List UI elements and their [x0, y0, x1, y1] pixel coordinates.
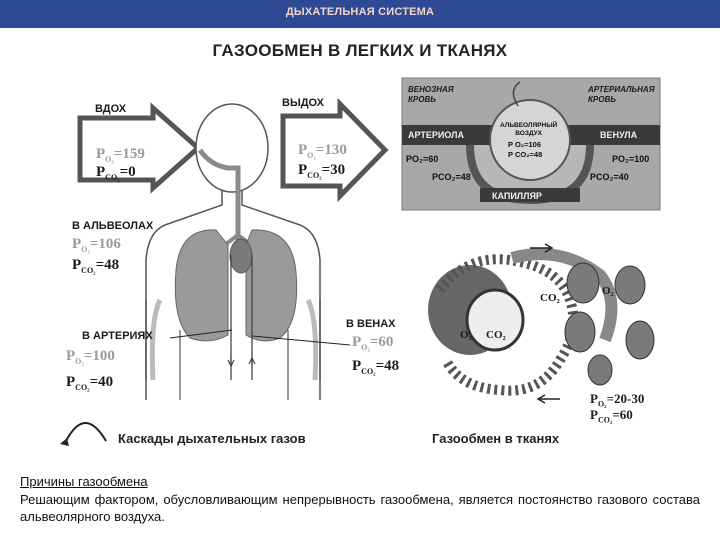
alveoli-label: В АЛЬВЕОЛАХ [72, 220, 154, 232]
inhale-arrow [77, 102, 202, 194]
inset-right-pco2: PCO₂=40 [590, 172, 629, 182]
diagram-figure [60, 77, 661, 446]
inset-left-pco2: PCO₂=48 [432, 172, 471, 182]
exhale-arrow [280, 97, 389, 203]
inset-arterial-blood: АРТЕРИАЛЬНАЯ КРОВЬ [588, 85, 655, 104]
alveolus-capillary-inset [401, 77, 661, 211]
exhale-label: ВЫДОХ [282, 97, 325, 109]
tissue-po2: PO₂=20-30 [590, 391, 645, 409]
inset-arteriole: АРТЕРИОЛА [408, 130, 464, 140]
exhale-po2: PO₂=130 [298, 142, 347, 160]
text-heading: Причины газообмена [20, 474, 148, 489]
header-bar: ДЫХАТЕЛЬНАЯ СИСТЕМА [0, 0, 720, 28]
caption-cascade: Каскады дыхательных газов [118, 431, 306, 446]
human-figure [145, 103, 351, 400]
inhale-pco2: PCO₂=0 [96, 164, 136, 182]
inhale-label: ВДОХ [95, 103, 127, 115]
veins-pco2: PCO₂=48 [352, 358, 400, 376]
inhale-po2: PO₂=159 [96, 146, 145, 164]
cascade-icon [60, 422, 107, 446]
tissue-co2-top: CO₂ [540, 292, 560, 304]
tissue-exchange-figure [428, 243, 655, 404]
tissue-pco2: PCO₂=60 [590, 407, 633, 425]
arteries-label: В АРТЕРИЯХ [82, 330, 153, 342]
arteries-po2: PO₂=100 [66, 348, 115, 366]
exhale-pco2: PCO₂=30 [298, 162, 346, 180]
body-text: Причины газообмена Решающим фактором, об… [20, 473, 700, 526]
caption-tissue-exchange: Газообмен в тканях [432, 431, 560, 446]
inset-right-po2: PO₂=100 [612, 154, 650, 164]
tissue-o2-top: O₂ [602, 285, 614, 297]
arteries-pco2: PCO₂=40 [66, 374, 114, 392]
inset-alveolar-air: АЛЬВЕОЛЯРНЫЙ ВОЗДУХ [500, 122, 558, 137]
veins-po2: PO₂=60 [352, 334, 394, 352]
tissue-o2-left: O₂ [460, 329, 472, 341]
inset-left-po2: PO₂=60 [406, 154, 439, 164]
diagram-title: ГАЗООБМЕН В ЛЕГКИХ И ТКАНЯХ [212, 41, 508, 60]
tissue-co2-left: CO₂ [486, 329, 506, 341]
veins-label: В ВЕНАХ [346, 318, 396, 330]
alveoli-po2: PO₂=106 [72, 236, 121, 254]
text-paragraph: Решающим фактором, обусловливающим непре… [20, 491, 700, 525]
inset-alveolar-pco2: P CO₂=48 [508, 150, 543, 159]
header-title: ДЫХАТЕЛЬНАЯ СИСТЕМА [285, 6, 435, 18]
inset-capillary: КАПИЛЛЯР [492, 191, 542, 201]
inset-venule: ВЕНУЛА [600, 130, 638, 140]
alveoli-pco2: PCO₂=48 [72, 257, 120, 275]
inset-venous-blood: ВЕНОЗНАЯ КРОВЬ [408, 85, 454, 104]
inset-alveolar-po2: P O₂=106 [508, 140, 542, 149]
